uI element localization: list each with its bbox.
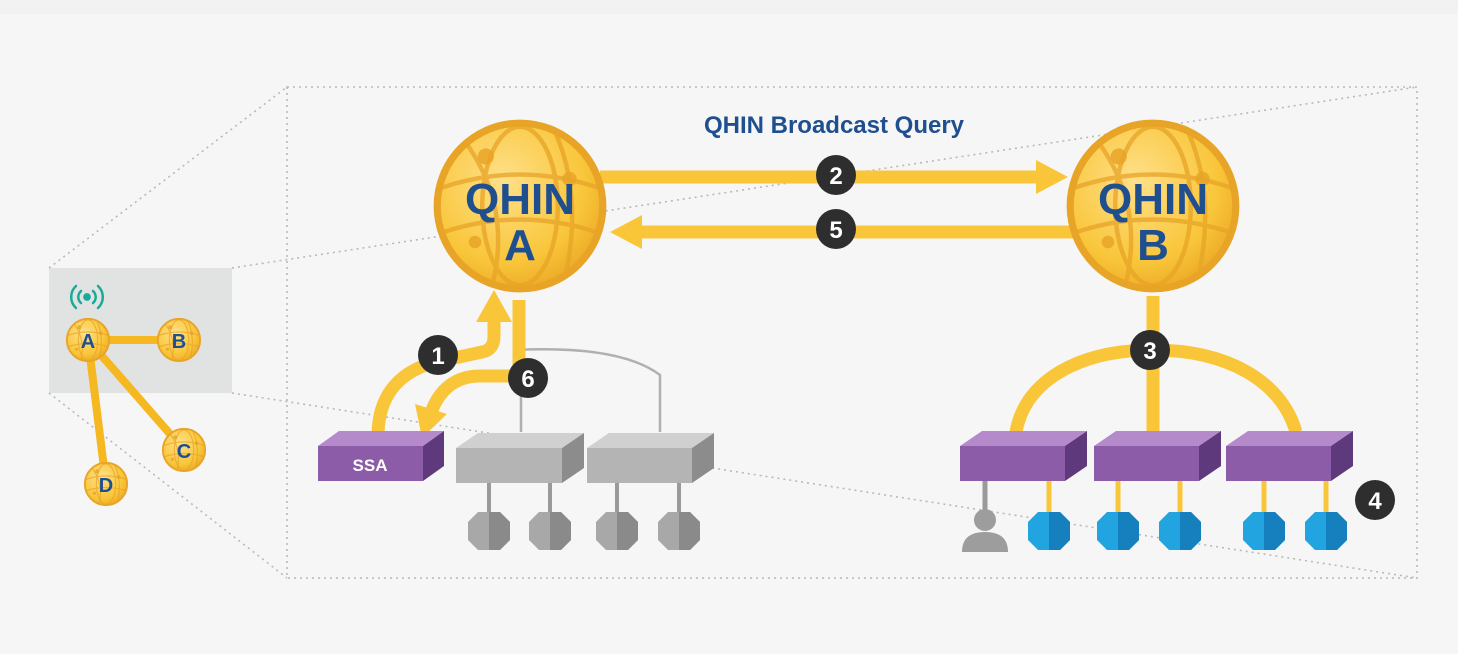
gray-databases xyxy=(468,512,700,550)
blue-databases xyxy=(1028,512,1347,550)
mini-node-a: A xyxy=(65,317,111,363)
gray-participant-2 xyxy=(587,433,714,483)
purple-participant-2 xyxy=(1094,431,1221,481)
blue-database-icon xyxy=(1097,512,1139,550)
arrow-6-head xyxy=(415,404,447,438)
mini-node-a-label: A xyxy=(81,331,95,353)
zoom-frame xyxy=(286,86,1418,579)
gray-database-icon xyxy=(529,512,571,550)
arrow-2-head xyxy=(1036,160,1068,194)
step-2-label: 2 xyxy=(829,163,842,190)
purple-participant-1 xyxy=(960,431,1087,481)
mini-node-c: C xyxy=(161,427,207,473)
gray-database-icon xyxy=(658,512,700,550)
step-6-label: 6 xyxy=(521,366,534,393)
person-icon xyxy=(962,509,1008,552)
step-3-label: 3 xyxy=(1143,338,1156,365)
qhin-a-label-line1: QHIN xyxy=(465,175,575,224)
blue-database-icon xyxy=(1243,512,1285,550)
ssa-box: SSA xyxy=(318,431,444,481)
step-badge-1: 1 xyxy=(418,335,458,375)
step-5-label: 5 xyxy=(829,217,842,244)
gray-participant-1 xyxy=(456,433,584,483)
qhin-a-node: QHIN A xyxy=(437,123,603,289)
mini-node-c-label: C xyxy=(177,441,191,463)
purple-participant-3 xyxy=(1226,431,1353,481)
blue-database-icon xyxy=(1305,512,1347,550)
arrow-5-head xyxy=(610,215,642,249)
broadcast-icon xyxy=(69,284,105,310)
step-4-label: 4 xyxy=(1368,488,1382,515)
mini-node-b: B xyxy=(156,317,202,363)
step-badge-4: 4 xyxy=(1355,480,1395,520)
top-band xyxy=(0,0,1458,14)
step-badge-2: 2 xyxy=(816,155,856,195)
qhin-a-label-line2: A xyxy=(504,221,536,270)
diagram-title: QHIN Broadcast Query xyxy=(704,112,965,139)
step-badges: 1 2 3 4 5 6 xyxy=(418,155,1395,520)
step-1-label: 1 xyxy=(431,343,444,370)
arrow-1-head xyxy=(476,290,512,322)
gray-db-links xyxy=(487,483,681,512)
gray-database-icon xyxy=(596,512,638,550)
step-badge-6: 6 xyxy=(508,358,548,398)
gray-database-icon xyxy=(468,512,510,550)
blue-database-icon xyxy=(1159,512,1201,550)
mini-node-d-label: D xyxy=(99,475,113,497)
qhin-b-node: QHIN B xyxy=(1070,123,1236,289)
mini-node-d: D xyxy=(83,461,129,507)
blue-database-icon xyxy=(1028,512,1070,550)
qhin-b-label-line2: B xyxy=(1137,221,1169,270)
blue-db-links xyxy=(982,481,1329,512)
qhin-b-label-line1: QHIN xyxy=(1098,175,1208,224)
ssa-label: SSA xyxy=(353,456,388,475)
mini-node-b-label: B xyxy=(172,331,186,353)
mini-network: A B C D xyxy=(65,284,207,507)
step-badge-5: 5 xyxy=(816,209,856,249)
step-badge-3: 3 xyxy=(1130,330,1170,370)
